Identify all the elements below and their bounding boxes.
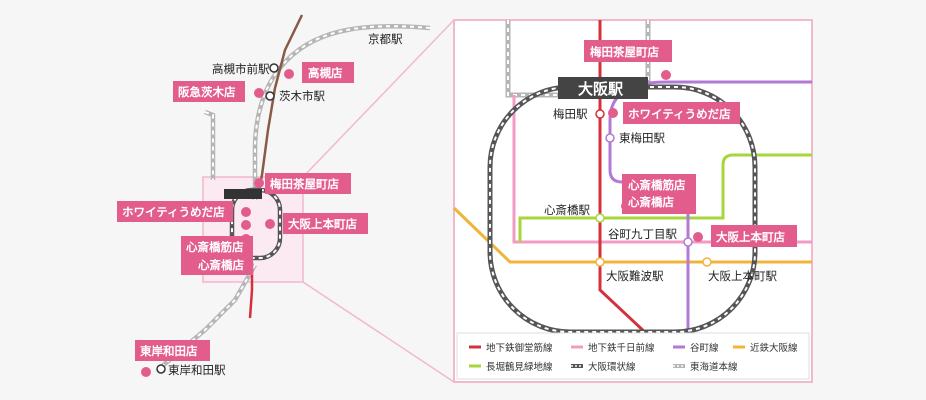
overview-store-chayamachi-dot[interactable] <box>254 178 264 188</box>
overview-station-kishiwada-dot <box>156 364 166 374</box>
zoom-connector-bottom <box>302 281 455 383</box>
detail-store-shinsaibashi[interactable]: 心斎橋筋店 心斎橋店 <box>622 174 696 214</box>
svg-text:心斎橋筋店: 心斎橋筋店 <box>186 240 244 254</box>
detail-station-umeda: 梅田駅 <box>553 107 588 121</box>
detail-station-shinsaibashi: 心斎橋駅 <box>544 203 590 217</box>
svg-text:阪急茨木店: 阪急茨木店 <box>178 85 236 99</box>
overview-gray-branch <box>204 109 216 180</box>
svg-text:大阪環状線: 大阪環状線 <box>588 361 636 373</box>
legend-item-nagahori: 長堀鶴見緑地線 <box>469 361 553 373</box>
overview-station-kishiwada: 東岸和田駅 <box>168 363 226 377</box>
overview-hankyu-line <box>256 14 304 196</box>
overview-station-ibaraki-dot <box>265 91 275 101</box>
svg-text:東海道本線: 東海道本線 <box>690 361 738 373</box>
svg-text:地下鉄千日前線: 地下鉄千日前線 <box>588 342 655 354</box>
detail-station-uehonmachi: 大阪上本町駅 <box>708 269 777 283</box>
overview-map: 京都駅 高槻市前駅 茨木市駅 東岸和田駅 高槻店 阪急茨木店 梅田茶屋町店 ホワ… <box>117 14 455 383</box>
detail-map: 大阪駅 梅田駅 東梅田駅 心斎橋駅 谷町九丁目駅 大阪難波駅 大阪上本町駅 梅田… <box>452 19 813 383</box>
overview-tokaido-line <box>252 23 431 200</box>
svg-text:大阪上本町店: 大阪上本町店 <box>716 230 785 244</box>
legend-item-kintetsu: 近鉄大阪線 <box>733 342 798 354</box>
detail-store-chayamachi[interactable]: 梅田茶屋町店 <box>584 40 672 62</box>
detail-station-shinsaibashi-dot <box>595 213 605 223</box>
legend-item-tanimachi: 谷町線 <box>673 342 719 354</box>
overview-station-ibaraki: 茨木市駅 <box>279 89 325 103</box>
overview-store-uehonmachi-dot[interactable] <box>265 219 275 229</box>
overview-osaka-station <box>224 189 262 199</box>
overview-store-kishiwada-dot[interactable] <box>141 367 151 377</box>
legend-item-loop: 大阪環状線 <box>571 361 636 373</box>
overview-store-white-umeda-dot[interactable] <box>241 207 251 217</box>
overview-store-white-umeda[interactable]: ホワイティうめだ店 <box>117 201 233 222</box>
detail-store-white-umeda-dot[interactable] <box>608 108 618 118</box>
svg-text:ホワイティうめだ店: ホワイティうめだ店 <box>122 205 225 219</box>
legend-item-sennichimae: 地下鉄千日前線 <box>571 342 655 354</box>
detail-station-osaka-namba: 大阪難波駅 <box>606 269 664 283</box>
detail-station-tanimachi9: 谷町九丁目駅 <box>608 227 677 241</box>
detail-station-higashi-umeda-dot <box>605 133 615 143</box>
overview-station-takatsuki-dot <box>269 63 279 73</box>
legend-item-midosuji: 地下鉄御堂筋線 <box>469 342 553 354</box>
detail-store-white-umeda[interactable]: ホワイティうめだ店 <box>623 102 740 124</box>
detail-store-uehonmachi[interactable]: 大阪上本町店 <box>711 225 797 247</box>
overview-store-hankyu-ibaraki-dot[interactable] <box>254 88 264 98</box>
overview-store-chayamachi[interactable]: 梅田茶屋町店 <box>265 173 351 194</box>
svg-text:心斎橋筋店: 心斎橋筋店 <box>628 178 686 192</box>
detail-nagahori-line <box>518 153 812 242</box>
detail-store-uehonmachi-dot[interactable] <box>693 232 703 242</box>
svg-text:梅田茶屋町店: 梅田茶屋町店 <box>590 45 659 59</box>
legend: 地下鉄御堂筋線 地下鉄千日前線 谷町線 近鉄大阪線 長堀鶴見緑地線 大阪 <box>456 332 810 380</box>
detail-osaka-station[interactable]: 大阪駅 <box>558 77 648 99</box>
detail-station-higashi-umeda: 東梅田駅 <box>619 131 665 145</box>
overview-store-kishiwada[interactable]: 東岸和田店 <box>135 340 210 361</box>
detail-station-umeda-dot <box>595 109 605 119</box>
legend-item-tokaido: 東海道本線 <box>673 361 738 373</box>
svg-text:心斎橋店: 心斎橋店 <box>198 258 244 272</box>
svg-text:大阪上本町店: 大阪上本町店 <box>288 217 357 231</box>
overview-store-shinsaibashi-suji-dot[interactable] <box>241 220 251 230</box>
overview-store-shinsaibashi[interactable]: 心斎橋筋店 心斎橋店 <box>181 236 253 275</box>
svg-text:心斎橋店: 心斎橋店 <box>628 195 674 209</box>
detail-station-osaka-namba-dot <box>595 257 605 267</box>
overview-store-takatsuki-dot[interactable] <box>284 69 294 79</box>
svg-text:谷町線: 谷町線 <box>690 342 719 354</box>
overview-station-takatsuki: 高槻市前駅 <box>212 62 270 76</box>
svg-text:高槻店: 高槻店 <box>308 66 343 80</box>
detail-store-chayamachi-dot[interactable] <box>661 70 671 80</box>
svg-text:地下鉄御堂筋線: 地下鉄御堂筋線 <box>486 342 553 354</box>
overview-store-uehonmachi[interactable]: 大阪上本町店 <box>283 213 368 234</box>
detail-station-tanimachi9-dot <box>683 237 693 247</box>
svg-text:大阪駅: 大阪駅 <box>578 80 624 98</box>
zoom-connector-top <box>302 19 455 178</box>
svg-text:ホワイティうめだ店: ホワイティうめだ店 <box>628 107 731 121</box>
overview-store-hankyu-ibaraki[interactable]: 阪急茨木店 <box>173 81 245 102</box>
svg-text:東岸和田店: 東岸和田店 <box>140 344 198 358</box>
detail-station-uehonmachi-dot <box>702 257 712 267</box>
svg-text:近鉄大阪線: 近鉄大阪線 <box>750 342 798 354</box>
svg-text:梅田茶屋町店: 梅田茶屋町店 <box>270 177 339 191</box>
overview-store-takatsuki[interactable]: 高槻店 <box>302 62 354 83</box>
overview-station-kyoto: 京都駅 <box>368 32 403 46</box>
svg-text:長堀鶴見緑地線: 長堀鶴見緑地線 <box>486 361 553 373</box>
